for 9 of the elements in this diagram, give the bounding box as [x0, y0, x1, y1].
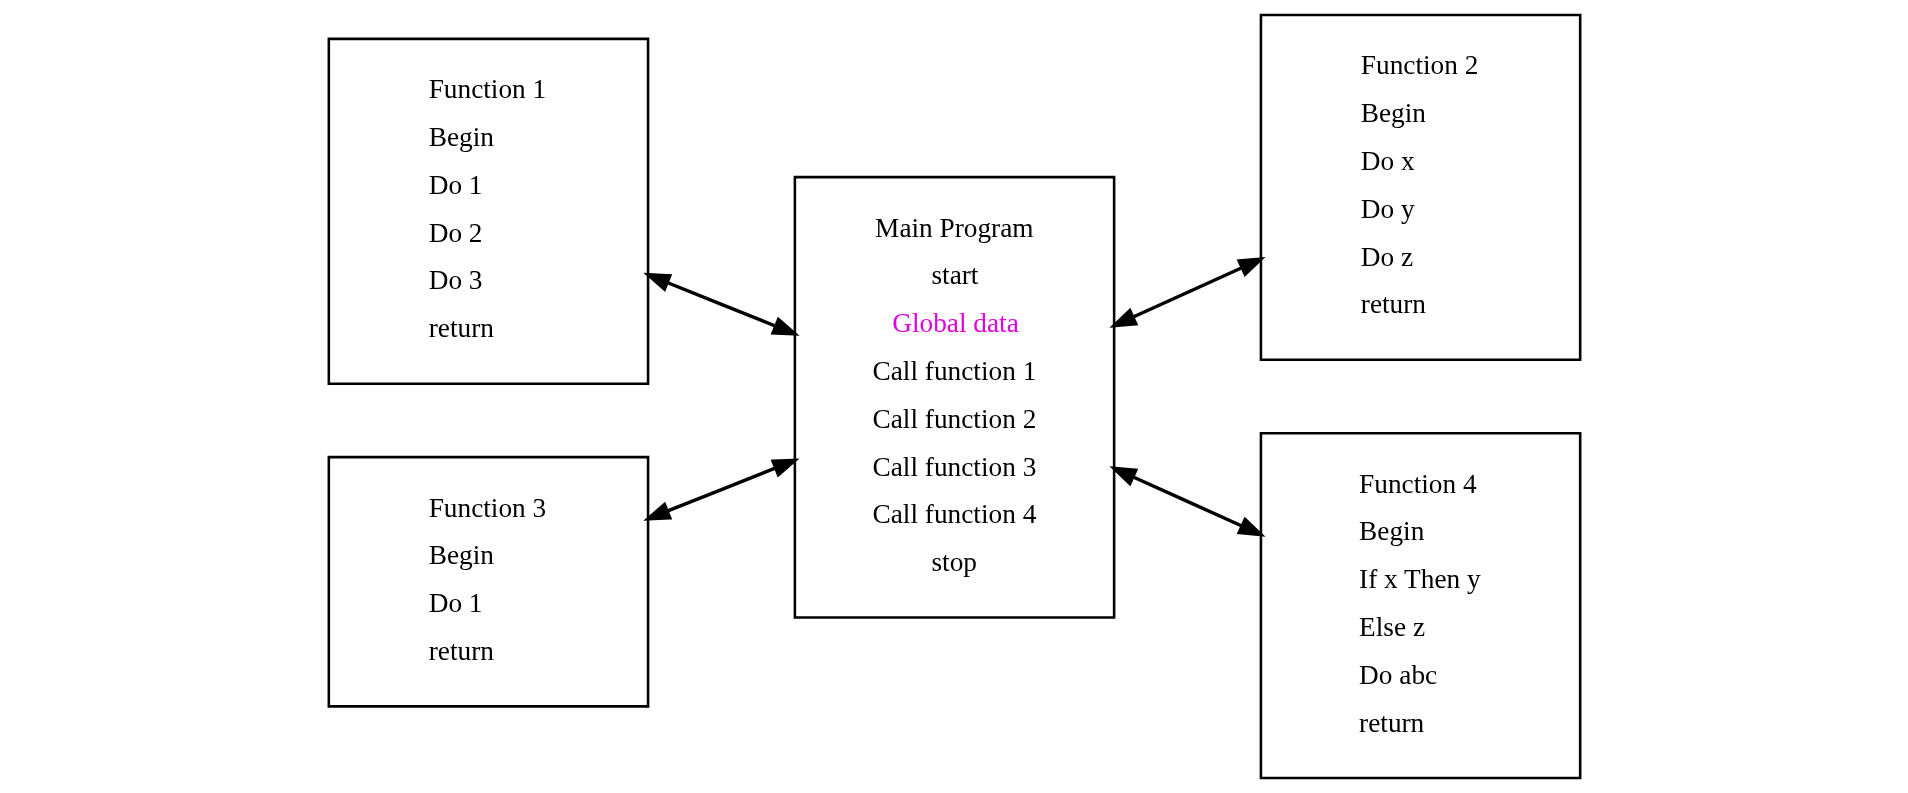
node-box: Function 2 Begin Do x Do y Do z return	[1259, 13, 1581, 362]
arrow	[642, 272, 800, 336]
node-box: Function 1 Begin Do 1 Do 2 Do 3 return	[327, 37, 649, 385]
node-box: Function 3 Begin Do 1 return	[327, 455, 649, 708]
arrow	[1108, 466, 1266, 537]
node-box: Function 4 Begin If x Then y Else z Do abc return	[1259, 431, 1581, 780]
node-box: Main Program start Global data Call function 1 Call function 2 Call function 3 Call function 4 stop	[793, 175, 1115, 619]
arrow	[1108, 256, 1266, 328]
arrow	[642, 458, 800, 521]
